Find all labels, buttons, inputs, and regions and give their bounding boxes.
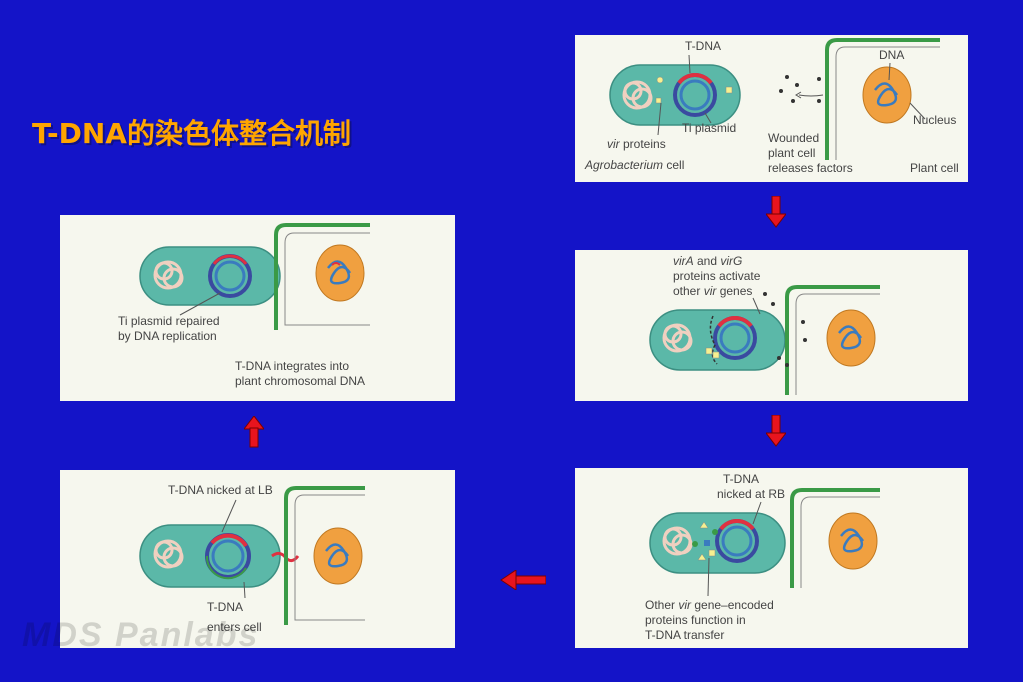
label-wounded-1: Wounded — [768, 131, 820, 145]
arrow-left-icon — [500, 570, 546, 590]
label-tdna-integrates: T-DNA integrates into — [235, 359, 350, 373]
label-wounded-3: releases factors — [768, 161, 853, 175]
vir-protein — [655, 97, 662, 104]
plant-cell-wall — [274, 223, 370, 330]
panel-2-illustration — [649, 285, 880, 395]
vir-protein — [725, 86, 733, 94]
nucleus — [313, 527, 363, 585]
label-tdna-nicked-at-lb: T-DNA nicked at LB — [168, 483, 273, 497]
vir-protein — [656, 76, 664, 84]
arrow-down-icon — [766, 196, 786, 228]
label-vira-virg: virA and virG — [673, 254, 743, 268]
released-factors — [779, 75, 821, 103]
plant-cell-wall — [790, 488, 880, 588]
plant-cell-wall — [825, 38, 940, 160]
page-title: T-DNA的染色体整合机制 — [32, 117, 351, 150]
label-tdna: T-DNA — [685, 39, 721, 53]
label-tdna-transfer: T-DNA transfer — [645, 628, 725, 642]
label-agrobacterium-cell: Agrobacterium cell — [585, 158, 685, 172]
watermark-logo: MDS Panlabs — [22, 616, 260, 654]
label-ti-plasmid: Ti plasmid — [682, 121, 737, 135]
label-vir-proteins: vir proteins — [607, 137, 666, 151]
plant-cell-wall — [785, 285, 880, 395]
label-enters-cell: enters cell — [207, 620, 262, 634]
label-other-vir-genes: other vir genes — [673, 284, 753, 298]
nucleus — [826, 309, 876, 367]
bacterial-chromosome — [622, 80, 653, 110]
panel-5-illustration — [139, 223, 370, 330]
nucleus — [862, 66, 912, 124]
panel-1-illustration — [609, 38, 940, 160]
ti-plasmid — [715, 519, 759, 563]
label-proteins-activate: proteins activate — [673, 269, 761, 283]
label-ti-plasmid-repaired: Ti plasmid repaired — [118, 314, 220, 328]
nucleus — [828, 512, 878, 570]
label-proteins-function-in: proteins function in — [645, 613, 746, 627]
panel-3-illustration — [649, 488, 880, 597]
label-nucleus: Nucleus — [913, 113, 957, 127]
panel-step-3: T-DNA nicked at RB Other vir gene–encode… — [575, 468, 968, 648]
agrobacterium-cell — [139, 524, 281, 588]
label-nicked-at-rb: nicked at RB — [717, 487, 786, 501]
label-other-vir-gene-encoded: Other vir gene–encoded — [645, 598, 774, 612]
ti-plasmid — [713, 316, 757, 360]
ti-plasmid — [673, 73, 717, 117]
label-by-dna-replication: by DNA replication — [118, 329, 217, 343]
label-plant-chromosomal-dna: plant chromosomal DNA — [235, 374, 366, 388]
label-wounded-2: plant cell — [768, 146, 816, 160]
arrow-down-icon — [766, 415, 786, 447]
arrow-up-icon — [244, 416, 264, 448]
label-tdna: T-DNA — [723, 472, 759, 486]
plant-cell-wall — [284, 486, 365, 625]
integrated-tdna — [327, 260, 352, 285]
panel-step-5: Ti plasmid repaired by DNA replication T… — [60, 215, 455, 401]
label-dna: DNA — [879, 48, 905, 62]
factor-arrow — [798, 94, 824, 97]
nucleus — [315, 244, 365, 302]
panel-step-2: virA and virG proteins activate other vi… — [575, 250, 968, 401]
ti-plasmid — [208, 254, 252, 298]
panel-step-4: T-DNA nicked at LB T-DNA enters cell — [60, 470, 455, 648]
label-tdna: T-DNA — [207, 600, 243, 614]
panel-step-1: T-DNA DNA Nucleus vir proteins Ti plasmi… — [575, 35, 968, 182]
label-plant-cell: Plant cell — [910, 161, 959, 175]
ti-plasmid — [205, 533, 251, 580]
panel-4-illustration — [139, 486, 365, 625]
